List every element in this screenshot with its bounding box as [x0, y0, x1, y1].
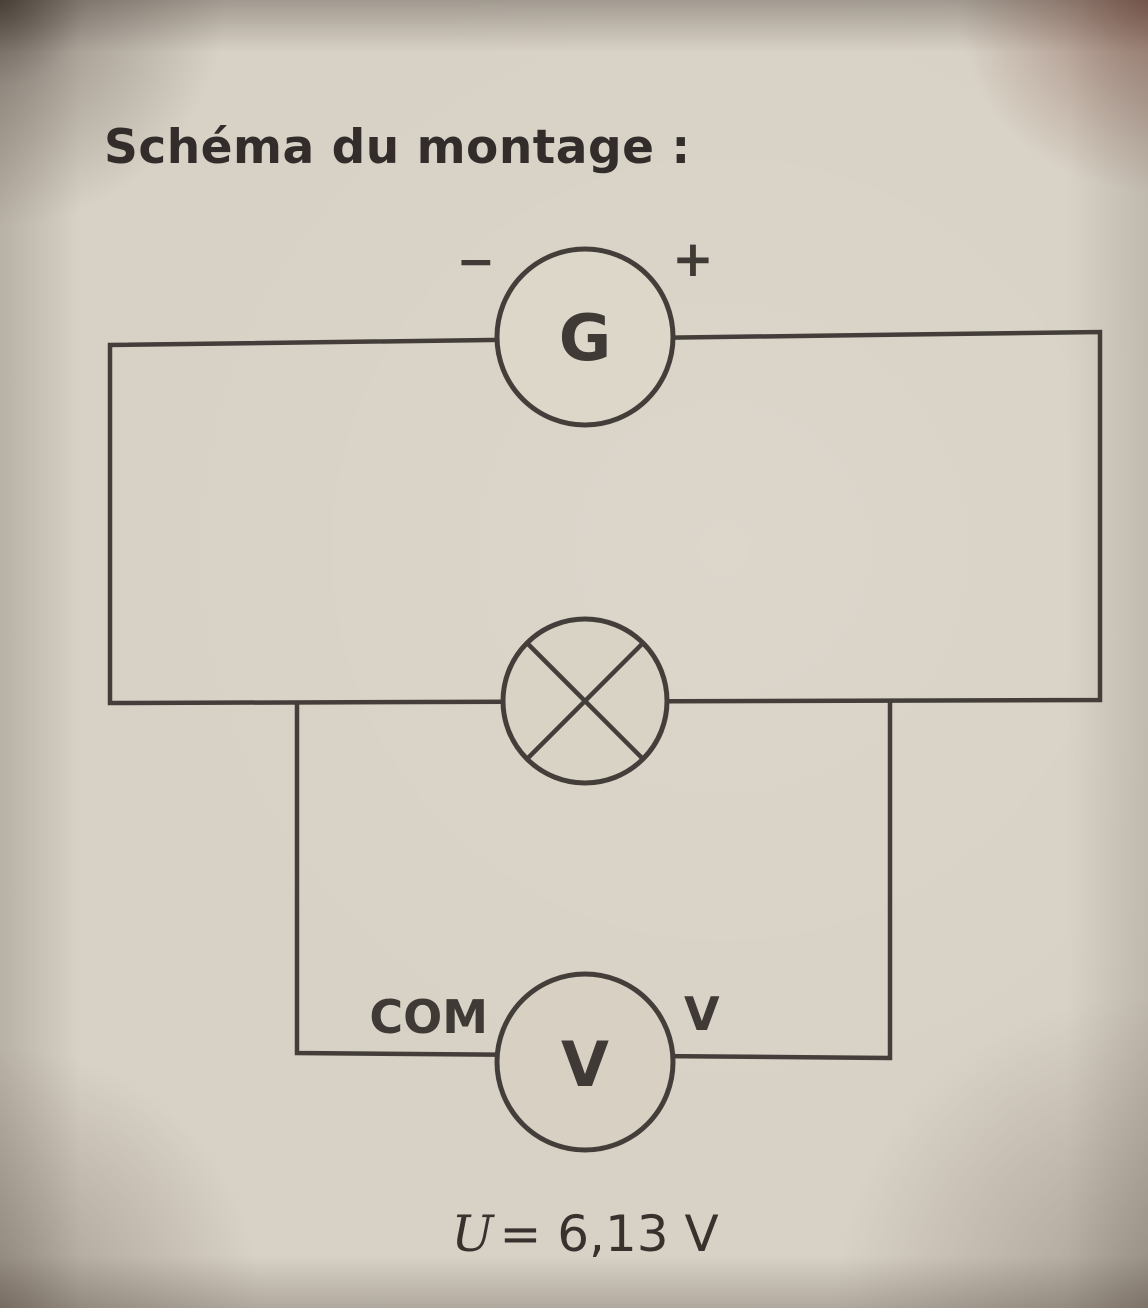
lamp-cross-line-2 — [525, 641, 645, 761]
voltmeter-label: V — [561, 1028, 609, 1101]
wire-outer-loop — [107, 329, 1103, 706]
generator-circle — [494, 246, 676, 428]
generator-positive-terminal-label: + — [672, 230, 714, 288]
generator-symbol: G − + — [456, 230, 714, 428]
voltmeter-symbol: V COM V — [369, 971, 720, 1153]
measurement-value: = 6,13 V — [499, 1205, 719, 1263]
lamp-symbol — [500, 616, 670, 786]
voltmeter-com-terminal-label: COM — [369, 990, 488, 1044]
generator-negative-terminal-label: − — [456, 234, 495, 288]
measurement-symbol: U — [451, 1205, 494, 1263]
measurement-text: U= 6,13 V — [0, 1205, 1148, 1263]
voltmeter-v-terminal-label: V — [684, 987, 720, 1041]
voltmeter-circle — [494, 971, 676, 1153]
page-title: Schéma du montage : — [104, 120, 691, 175]
generator-label: G — [559, 302, 612, 376]
